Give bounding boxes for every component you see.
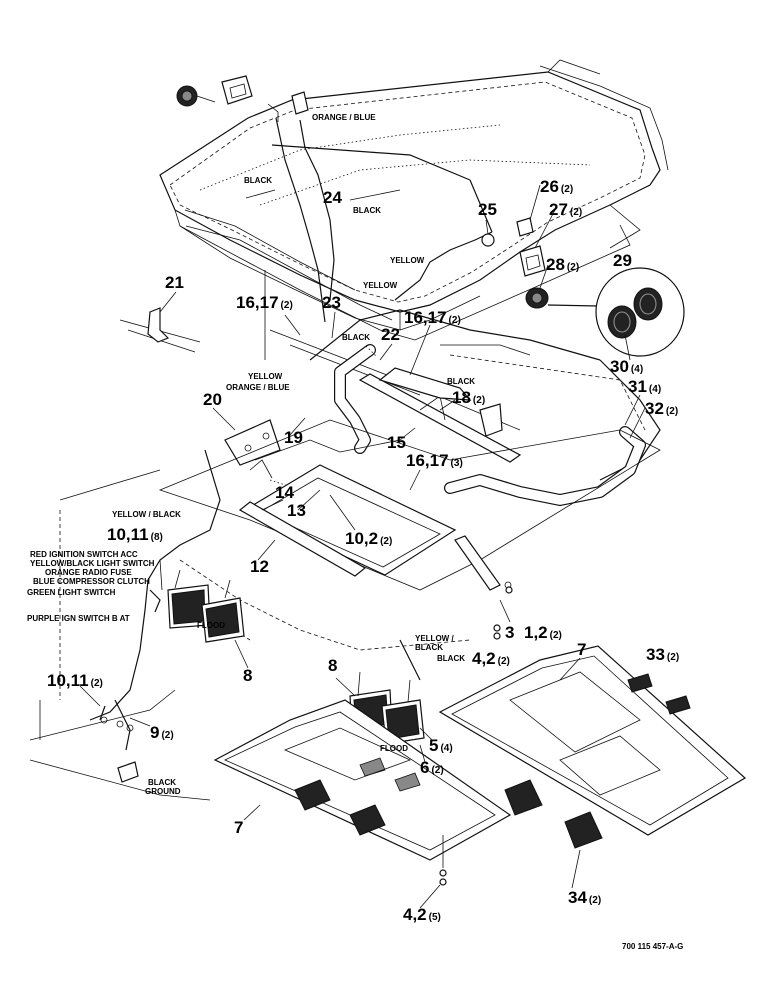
callout-6: 6(2) — [420, 758, 444, 777]
wire-label-black-3: BLACK — [342, 333, 370, 342]
callout-27: 27(2) — [549, 200, 582, 219]
wire-label-yellow-2: YELLOW — [363, 281, 398, 290]
wire-label-orange: ORANGE RADIO FUSE — [45, 568, 132, 577]
wire-label-black-5: BLACK — [415, 643, 443, 652]
bracket-part-21 — [119, 307, 201, 353]
callout-31: 31(4) — [628, 377, 661, 396]
callout-1-2: 1,2(2) — [524, 623, 562, 642]
callout-12: 12 — [250, 557, 269, 576]
roof-cover — [159, 59, 669, 331]
wire-label-green: GREEN LIGHT SWITCH — [27, 588, 116, 597]
panel-right-7 — [438, 645, 747, 849]
flood-label-right: FLOOD — [380, 744, 408, 753]
callout-23: 23 — [322, 293, 341, 312]
wire-labels: ORANGE / BLUE BLACK BLACK YELLOW YELLOW … — [27, 113, 475, 796]
callout-25: 25 — [478, 200, 497, 219]
detail-inset-speaker-grilles — [595, 267, 685, 357]
wire-label-orange-blue-mid: ORANGE / BLUE — [226, 383, 290, 392]
hose-right — [444, 426, 646, 506]
wire-label-yellow-slash: YELLOW / — [415, 634, 454, 643]
callout-30: 30(4) — [610, 357, 643, 376]
callout-8-left: 8 — [243, 666, 252, 685]
callout-20: 20 — [203, 390, 222, 409]
callout-8-right: 8 — [328, 656, 337, 675]
callout-labels: 24 25 26(2) 27(2) 28(2) 29 21 16,17(2) 2… — [47, 177, 679, 924]
roof-wiring — [271, 117, 493, 323]
wire-label-yellow-3: YELLOW — [248, 372, 283, 381]
panel-left-7 — [213, 699, 512, 861]
wire-label-black-1: BLACK — [244, 176, 272, 185]
wire-label-yellow-black-switch: YELLOW/BLACK LIGHT SWITCH — [30, 559, 155, 568]
callout-28: 28(2) — [546, 255, 579, 274]
bracket-part-20 — [224, 419, 281, 466]
wire-label-blue: BLUE COMPRESSOR CLUTCH — [33, 577, 150, 586]
wire-label-purple: PURPLE IGN SWITCH B AT — [27, 614, 130, 623]
callout-32: 32(2) — [645, 399, 678, 418]
leader-lines — [79, 184, 646, 909]
left-harness — [89, 449, 221, 751]
rails-15-18 — [358, 367, 522, 463]
callout-10-11-a: 10,11(8) — [107, 525, 163, 544]
callout-29: 29 — [613, 251, 632, 270]
parts-25-28 — [481, 217, 599, 309]
callout-26: 26(2) — [540, 177, 573, 196]
callout-10-11-b: 10,11(2) — [47, 671, 103, 690]
bars-12-3 — [238, 501, 512, 591]
flood-label-left: FLOOD — [197, 621, 225, 630]
wire-label-black-ground: BLACK — [148, 778, 176, 787]
callout-15: 15 — [387, 433, 406, 452]
callout-3: 3 — [505, 623, 514, 642]
callout-4-2-a: 4,2(2) — [472, 649, 510, 668]
speaker-top-left — [176, 75, 309, 122]
wire-label-black-4: BLACK — [447, 377, 475, 386]
callout-16-17-c: 16,17(3) — [406, 451, 463, 470]
wire-label-black-2: BLACK — [353, 206, 381, 215]
callout-19: 19 — [284, 428, 303, 447]
callout-16-17-b: 16,17(2) — [404, 308, 461, 327]
callout-34: 34(2) — [568, 888, 601, 907]
wire-label-red: RED IGNITION SWITCH ACC — [30, 550, 138, 559]
cab-wall-left — [29, 689, 211, 801]
callout-7-right: 7 — [577, 640, 586, 659]
callout-4-2-b: 4,2(5) — [403, 905, 441, 924]
callout-5: 5(4) — [429, 736, 453, 755]
callout-22: 22 — [381, 325, 400, 344]
callout-9: 9(2) — [150, 723, 174, 742]
callout-24: 24 — [323, 188, 342, 207]
wire-label-ground: GROUND — [145, 787, 181, 796]
callout-10-2: 10,2(2) — [345, 529, 392, 548]
vents-part-33 — [627, 673, 691, 715]
wire-label-black-6: BLACK — [437, 654, 465, 663]
drawing-reference-number: 700 115 457-A-G — [622, 942, 683, 951]
callout-18: 18(2) — [452, 388, 485, 407]
callout-7-left: 7 — [234, 818, 243, 837]
callout-16-17-a: 16,17(2) — [236, 293, 293, 312]
wire-label-yellow-1: YELLOW — [390, 256, 425, 265]
callout-33: 33(2) — [646, 645, 679, 664]
headliner-sheet — [179, 224, 631, 341]
hose-main — [334, 344, 377, 454]
callout-14: 14 — [275, 483, 294, 502]
wire-label-orange-blue-top: ORANGE / BLUE — [312, 113, 376, 122]
callout-13: 13 — [287, 501, 306, 520]
flood-lights-left — [167, 569, 245, 643]
fasteners — [439, 586, 513, 886]
callout-21: 21 — [165, 273, 184, 292]
wire-label-yellow-black: YELLOW / BLACK — [112, 510, 181, 519]
